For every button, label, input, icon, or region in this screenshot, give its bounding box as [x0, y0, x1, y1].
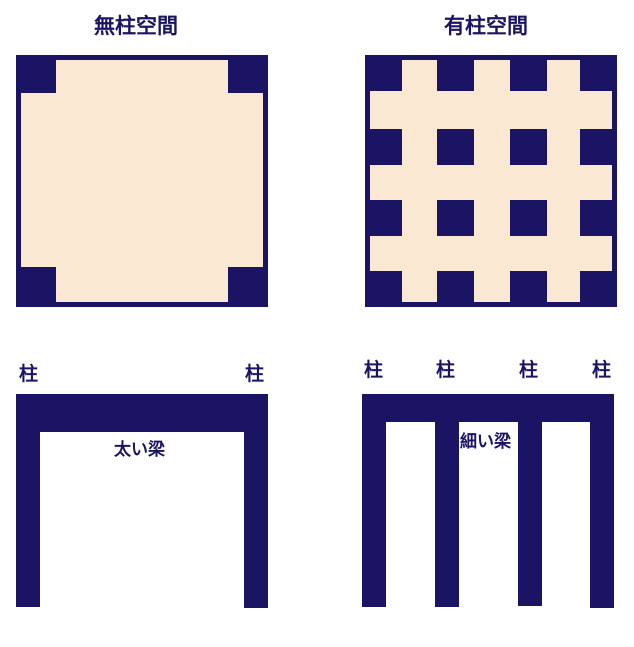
column-free-plan [16, 55, 268, 307]
corner-column [228, 55, 268, 93]
with-columns-title: 有柱空間 [444, 14, 528, 38]
thick-beam [16, 394, 268, 432]
column-label: 柱 [436, 359, 456, 381]
column [16, 394, 40, 607]
column-label: 柱 [245, 363, 265, 385]
thick-beam-frame [16, 394, 268, 608]
corner-column [16, 267, 56, 307]
grid-column [365, 271, 402, 307]
thick-beam-label: 太い梁 [114, 440, 165, 460]
grid-column [510, 55, 547, 91]
grid-column [365, 200, 402, 236]
grid-column [510, 200, 547, 236]
column [435, 394, 459, 607]
column-label: 柱 [519, 359, 539, 381]
thin-beam [362, 394, 614, 422]
thin-beam-label: 細い梁 [460, 432, 511, 452]
grid-column [437, 129, 474, 165]
grid-column [437, 200, 474, 236]
column-label: 柱 [364, 359, 384, 381]
column [362, 394, 386, 607]
column-label: 柱 [592, 359, 612, 381]
column [590, 394, 614, 608]
grid-column [510, 271, 547, 307]
open-floor-area [21, 60, 263, 302]
grid-column [580, 129, 617, 165]
grid-column [510, 129, 547, 165]
grid-column [580, 200, 617, 236]
with-columns-plan [365, 55, 617, 307]
grid-column [580, 55, 617, 91]
column-free-title: 無柱空間 [94, 14, 178, 38]
grid-column [437, 55, 474, 91]
floor-area [370, 60, 612, 302]
grid-column [437, 271, 474, 307]
grid-column [580, 271, 617, 307]
thin-beam-frame [362, 394, 614, 608]
grid-column [365, 55, 402, 91]
corner-column [228, 267, 268, 307]
column [518, 394, 542, 606]
corner-column [16, 55, 56, 93]
column [244, 394, 268, 608]
grid-column [365, 129, 402, 165]
column-label: 柱 [19, 363, 39, 385]
